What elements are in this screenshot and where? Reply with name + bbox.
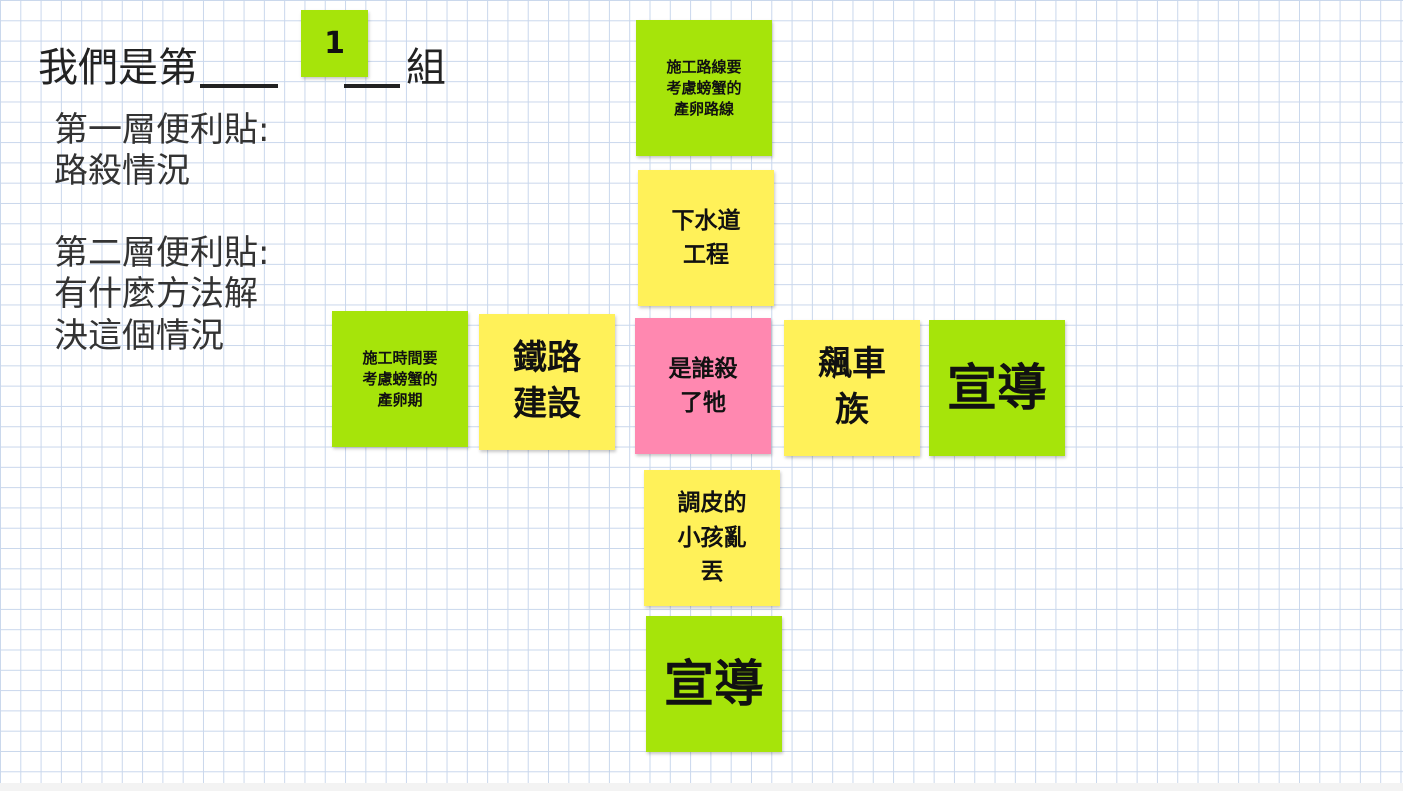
group-blank-right: [344, 48, 400, 88]
layer1-instruction: 第一層便利貼: 路殺情況: [54, 110, 270, 192]
sticky-note-top-green[interactable]: 施工路線要 考慮螃蟹的 產卵路線: [636, 20, 772, 156]
sticky-note-top-yellow[interactable]: 下水道 工程: [638, 170, 774, 306]
sticky-note-bottom-yellow[interactable]: 調皮的 小孩亂 丟: [644, 470, 780, 606]
layer2-instruction: 第二層便利貼: 有什麼方法解 決這個情況: [54, 233, 270, 356]
sticky-note-center[interactable]: 是誰殺 了牠: [635, 318, 771, 454]
sticky-note-right-green[interactable]: 宣導: [929, 320, 1065, 456]
group-title-prefix: 我們是第: [38, 45, 198, 91]
group-title: 我們是第 組: [38, 28, 446, 88]
group-title-suffix: 組: [406, 45, 446, 91]
sticky-note-right-yellow[interactable]: 飆車 族: [784, 320, 920, 456]
group-number-note[interactable]: 1: [301, 10, 368, 77]
sticky-note-left-green[interactable]: 施工時間要 考慮螃蟹的 產卵期: [332, 311, 468, 447]
sticky-note-left-yellow[interactable]: 鐵路 建設: [479, 314, 615, 450]
sticky-note-bottom-green[interactable]: 宣導: [646, 616, 782, 752]
group-blank-left: [200, 48, 278, 88]
canvas-bottom-edge: [0, 783, 1403, 791]
